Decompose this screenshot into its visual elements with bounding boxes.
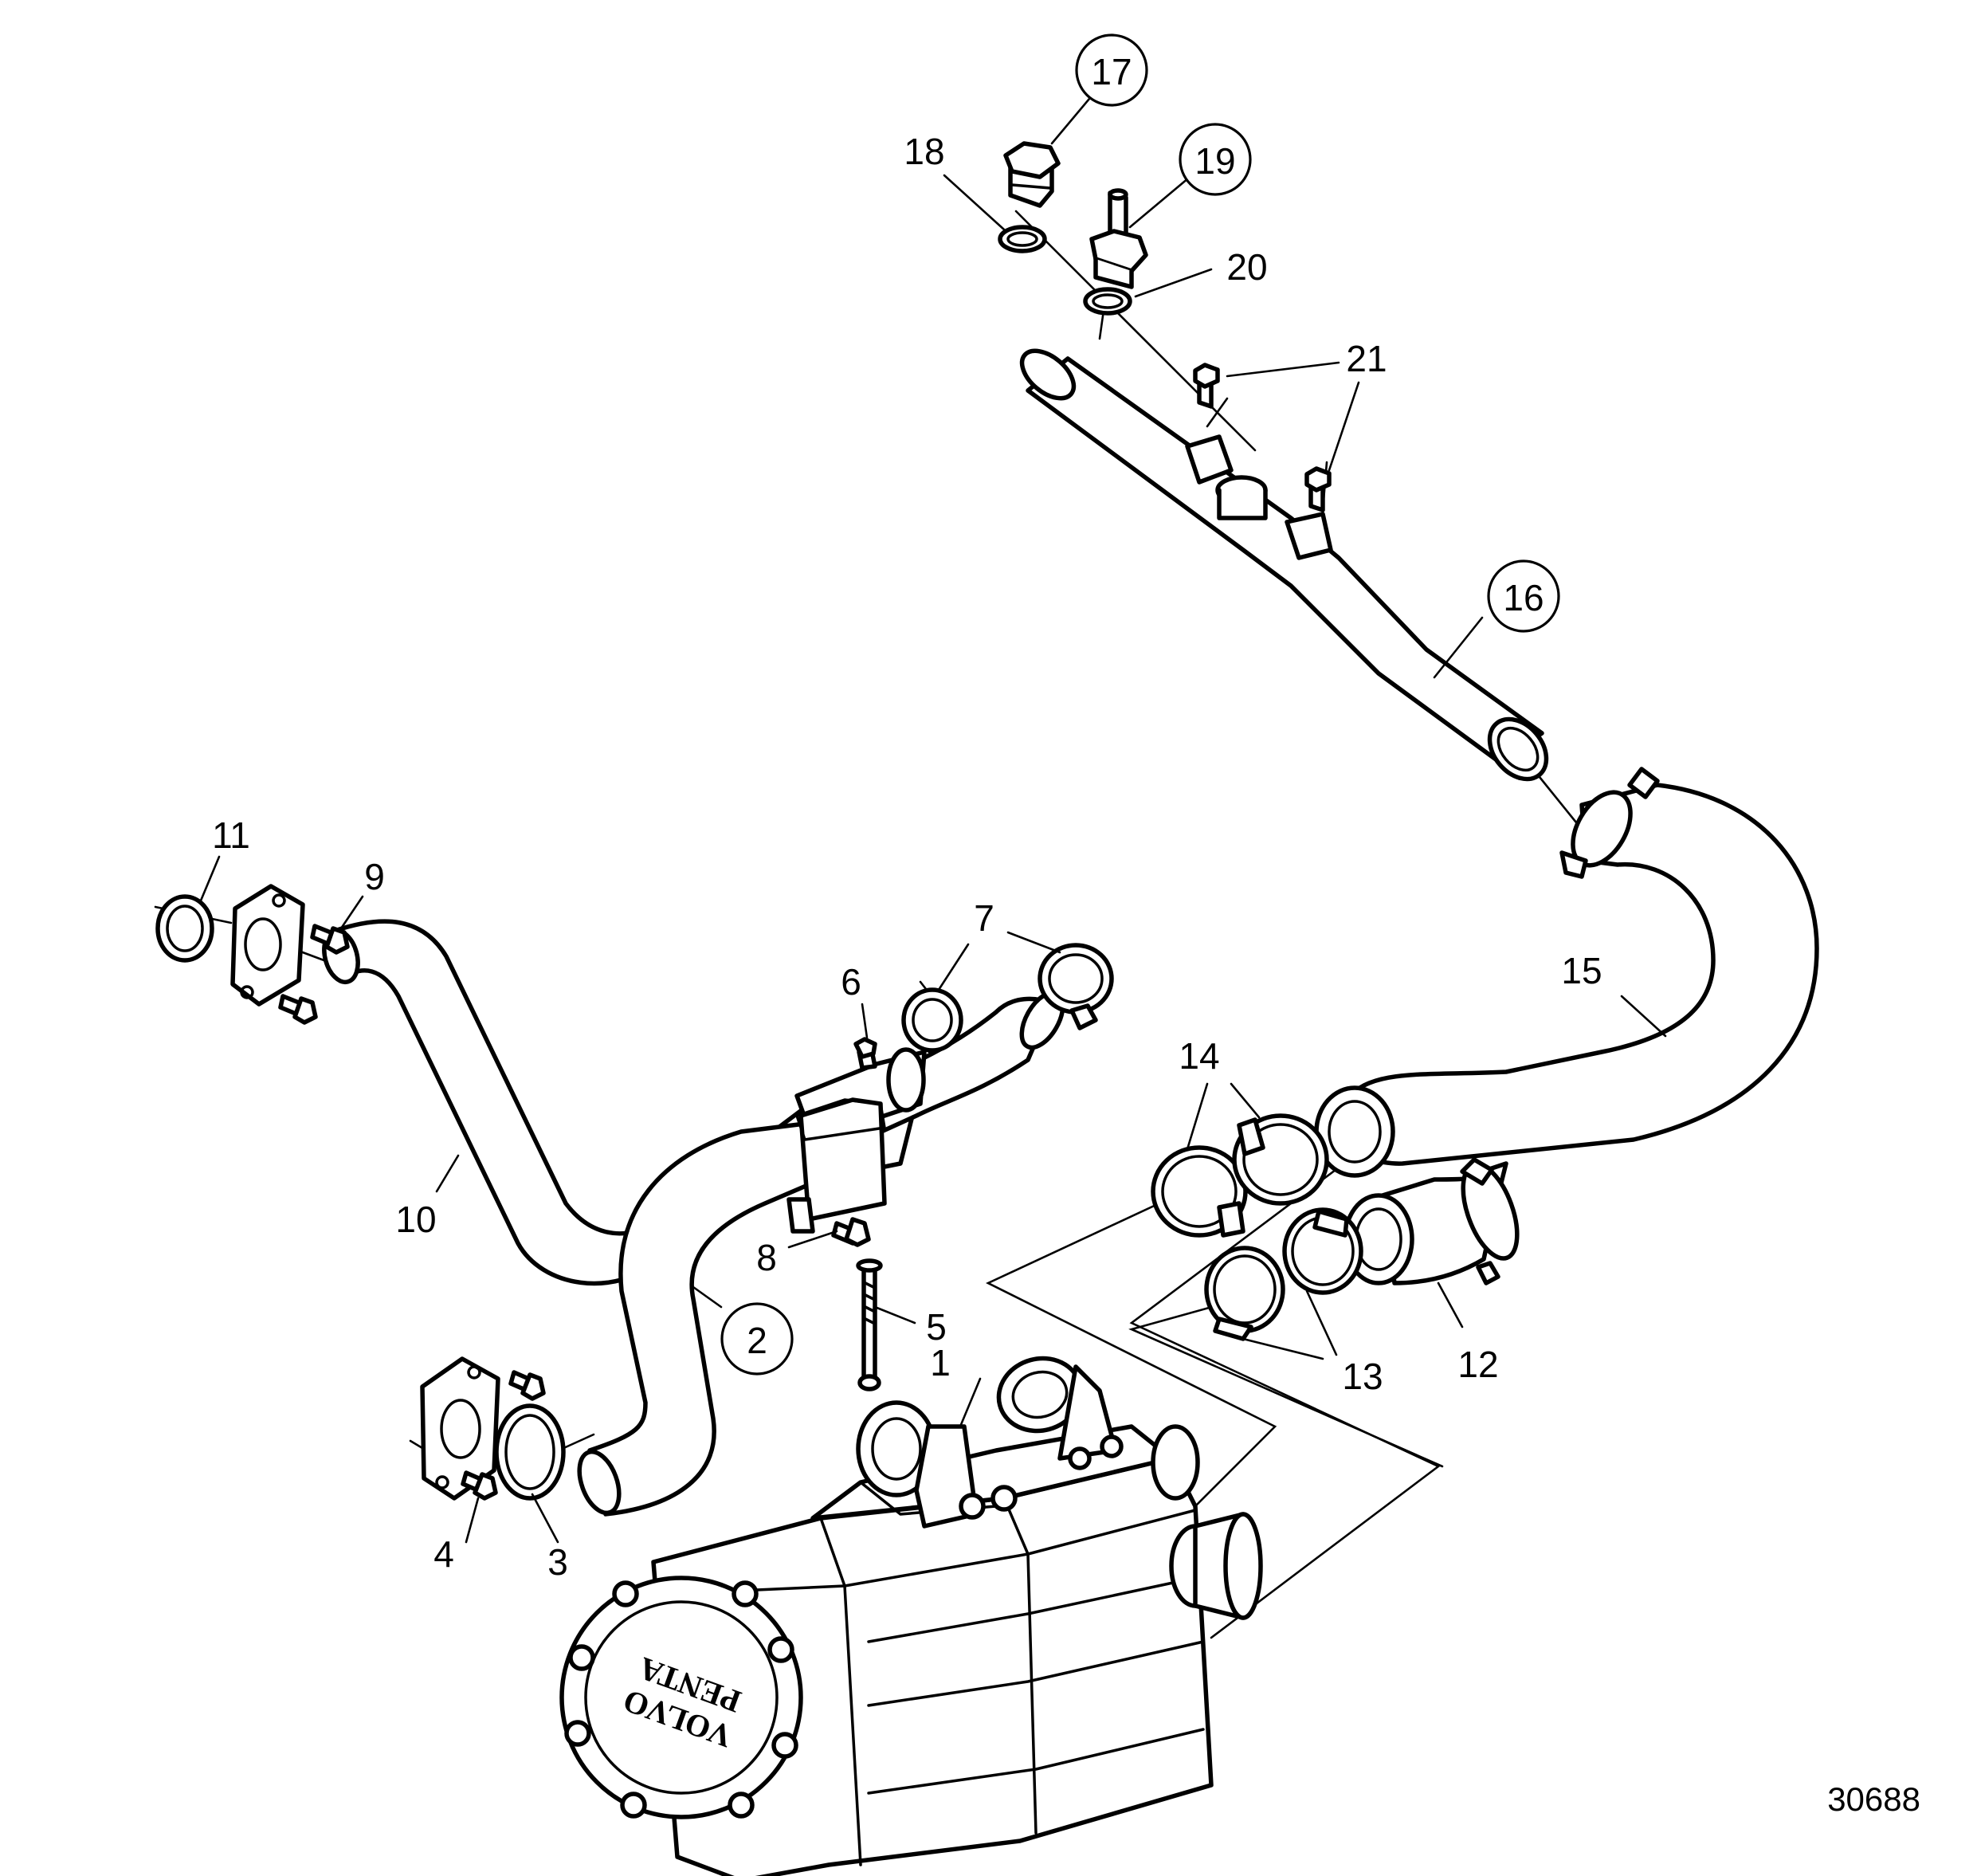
screws-21 (1193, 363, 1332, 512)
svg-text:1: 1 (930, 1342, 951, 1383)
screws-4 (461, 1370, 546, 1501)
o-rings-7 (901, 943, 1114, 1053)
callout-19: 19 (1179, 123, 1252, 196)
callout-11: 11 (212, 814, 250, 856)
heat-exchanger: VOLVO PENTA (559, 1356, 1263, 1876)
long-bolt (856, 1258, 883, 1391)
svg-text:4: 4 (433, 1533, 454, 1575)
svg-text:17: 17 (1091, 51, 1132, 92)
svg-text:14: 14 (1179, 1035, 1219, 1077)
callout-13: 13 (1342, 1356, 1383, 1397)
svg-text:15: 15 (1561, 950, 1602, 991)
callout-7: 7 (974, 897, 994, 939)
bolt-8 (831, 1217, 871, 1247)
svg-text:13: 13 (1342, 1356, 1383, 1397)
callout-20: 20 (1226, 246, 1267, 288)
upper-pipe (1019, 348, 1549, 782)
callout-17: 17 (1075, 33, 1148, 107)
hose-clamps-13 (1204, 1207, 1363, 1341)
screws-9 (278, 924, 350, 1025)
svg-text:12: 12 (1457, 1344, 1498, 1385)
hose-clamps-14 (1151, 1113, 1329, 1238)
svg-text:6: 6 (841, 961, 861, 1003)
o-ring-3 (494, 1403, 566, 1501)
callout-18: 18 (904, 131, 944, 172)
callout-10: 10 (395, 1199, 436, 1240)
callout-6: 6 (841, 961, 861, 1003)
svg-text:8: 8 (756, 1237, 777, 1278)
callout-2: 2 (720, 1302, 794, 1376)
svg-text:21: 21 (1346, 338, 1387, 379)
svg-text:11: 11 (212, 814, 250, 856)
flange-upper (230, 884, 305, 1007)
small-elbow-hose (1343, 1157, 1520, 1285)
svg-text:7: 7 (974, 897, 994, 939)
callout-3: 3 (547, 1541, 568, 1583)
o-ring (998, 225, 1047, 253)
drawing-number: 30688 (1827, 1780, 1920, 1818)
callout-12: 12 (1457, 1344, 1498, 1385)
callout-1: 1 (930, 1342, 951, 1383)
callout-14: 14 (1179, 1035, 1219, 1077)
callout-9: 9 (364, 856, 385, 897)
callout-5: 5 (926, 1306, 947, 1348)
callout-8: 8 (756, 1237, 777, 1278)
svg-text:2: 2 (747, 1320, 767, 1361)
svg-text:16: 16 (1503, 577, 1544, 618)
svg-text:18: 18 (904, 131, 944, 172)
gasket-ring (155, 894, 214, 963)
svg-text:19: 19 (1194, 140, 1235, 182)
svg-text:20: 20 (1226, 246, 1267, 288)
callout-4: 4 (433, 1533, 454, 1575)
flange-lower (420, 1356, 500, 1501)
nipple-fitting (1089, 188, 1148, 289)
callout-16: 16 (1487, 559, 1560, 633)
svg-text:5: 5 (926, 1306, 947, 1348)
svg-text:9: 9 (364, 856, 385, 897)
svg-text:3: 3 (547, 1541, 568, 1583)
svg-text:10: 10 (395, 1199, 436, 1240)
callout-15: 15 (1561, 950, 1602, 991)
callout-labels: 1 2 3 4 5 6 7 8 9 10 11 (212, 33, 1602, 1583)
small-bolt-6 (853, 1037, 877, 1070)
callout-21: 21 (1346, 338, 1387, 379)
o-ring-2 (1083, 287, 1132, 316)
pipe-assembly (577, 990, 1065, 1517)
plug (1003, 141, 1061, 208)
leader-lines (199, 92, 1667, 1544)
